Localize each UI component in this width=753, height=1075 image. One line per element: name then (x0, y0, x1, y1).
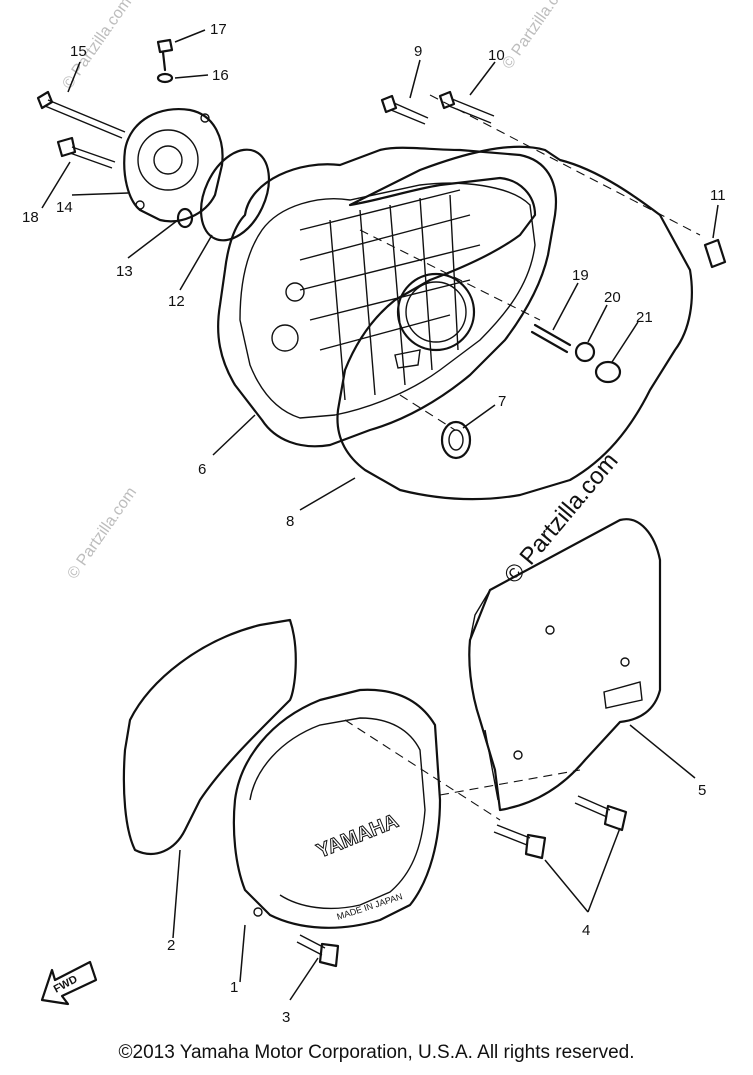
callout-17: 17 (210, 21, 227, 38)
fwd-arrow-icon: FWD (40, 960, 98, 1006)
watermark-left: © Partzilla.com (64, 484, 140, 582)
alignment-line-lower (344, 719, 581, 821)
bolt-15 (36, 90, 126, 139)
crankcase-cover (217, 146, 558, 448)
bolt-18 (56, 136, 116, 169)
callout-21: 21 (636, 309, 653, 326)
watermark-top-right: © Partzilla.com (499, 0, 575, 72)
callout-18: 18 (22, 209, 39, 226)
callout-10: 10 (488, 47, 505, 64)
sprocket-cover (468, 518, 662, 812)
callout-8: 8 (286, 513, 294, 530)
pump-cover (123, 107, 224, 223)
watermark-center: © Partzilla.com (499, 448, 624, 589)
callout-6: 6 (198, 461, 206, 478)
callout-20: 20 (604, 289, 621, 306)
generator-gasket (122, 618, 297, 855)
callout-14: 14 (56, 199, 73, 216)
bolt-4a (493, 824, 547, 860)
callout-19: 19 (572, 267, 589, 284)
callout-13: 13 (116, 263, 133, 280)
cover-origin-text: MADE IN JAPAN (336, 891, 404, 922)
callout-3: 3 (282, 1009, 290, 1026)
o-ring-large (199, 148, 271, 242)
callout-1: 1 (230, 979, 238, 996)
callout-12: 12 (168, 293, 185, 310)
callout-7: 7 (498, 393, 506, 410)
callout-9: 9 (414, 43, 422, 60)
bolt-3 (296, 934, 340, 968)
screw-17 (156, 38, 174, 72)
bolt-10 (438, 90, 495, 124)
callout-16: 16 (212, 67, 229, 84)
dowel-pin-11 (703, 238, 727, 269)
cover-brand-text: YAMAHA (314, 810, 402, 863)
copyright-footer: ©2013 Yamaha Motor Corporation, U.S.A. A… (118, 1042, 635, 1063)
fwd-label: FWD (52, 973, 80, 995)
crankcase-gasket (336, 145, 693, 501)
callout-2: 2 (167, 937, 175, 954)
bolt-9 (380, 94, 429, 125)
callout-4: 4 (582, 922, 590, 939)
ball-20 (574, 341, 596, 363)
callout-11: 11 (710, 187, 726, 204)
washer-16 (156, 72, 174, 84)
bolt-4b (574, 795, 628, 832)
seal-21 (594, 360, 622, 384)
o-ring-small (176, 207, 194, 229)
stud-19 (530, 323, 572, 354)
callout-5: 5 (698, 782, 706, 799)
oil-seal-7 (440, 420, 472, 460)
callout-15: 15 (70, 43, 87, 60)
leader-lines (41, 29, 719, 1001)
